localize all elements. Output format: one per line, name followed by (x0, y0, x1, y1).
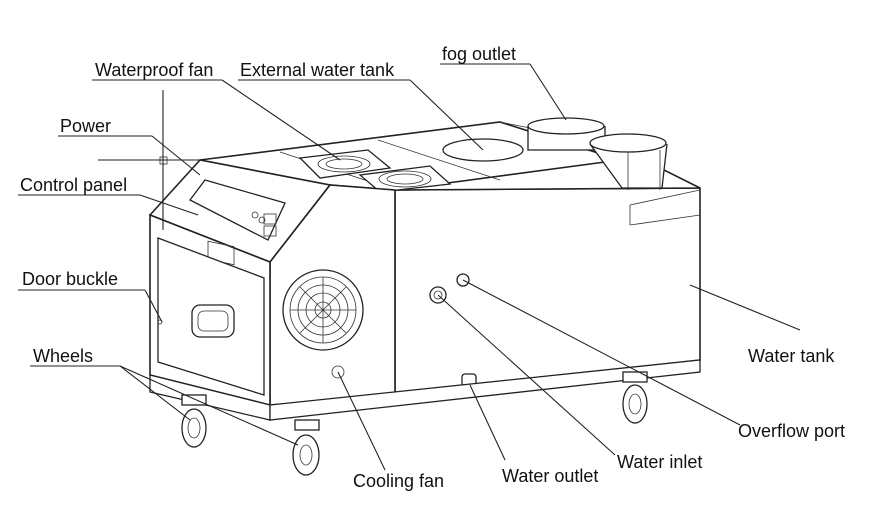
humidifier-machine (148, 117, 701, 476)
label-power: Power (60, 116, 111, 136)
label-wheels: Wheels (33, 346, 93, 366)
control-panel-drawing (159, 156, 286, 266)
label-control-panel: Control panel (20, 175, 127, 195)
caster-wheels (181, 371, 648, 476)
label-water-tank: Water tank (748, 346, 835, 366)
label-fog-outlet: fog outlet (442, 44, 516, 64)
label-door-buckle: Door buckle (22, 269, 118, 289)
label-external-water-tank: External water tank (240, 60, 395, 80)
label-water-outlet: Water outlet (502, 466, 598, 486)
fog-outlet-cylinders (527, 117, 668, 190)
label-overflow-port: Overflow port (738, 421, 845, 441)
cooling-fan-grille (282, 269, 364, 379)
label-water-inlet: Water inlet (617, 452, 702, 472)
waterproof-fan-grilles (298, 149, 452, 193)
label-cooling-fan: Cooling fan (353, 471, 444, 491)
callout-labels: Waterproof fan External water tank fog o… (20, 44, 845, 491)
door-panel (157, 237, 265, 396)
base-frame (149, 359, 701, 421)
leader-lines (18, 63, 801, 471)
label-waterproof-fan: Waterproof fan (95, 60, 213, 80)
